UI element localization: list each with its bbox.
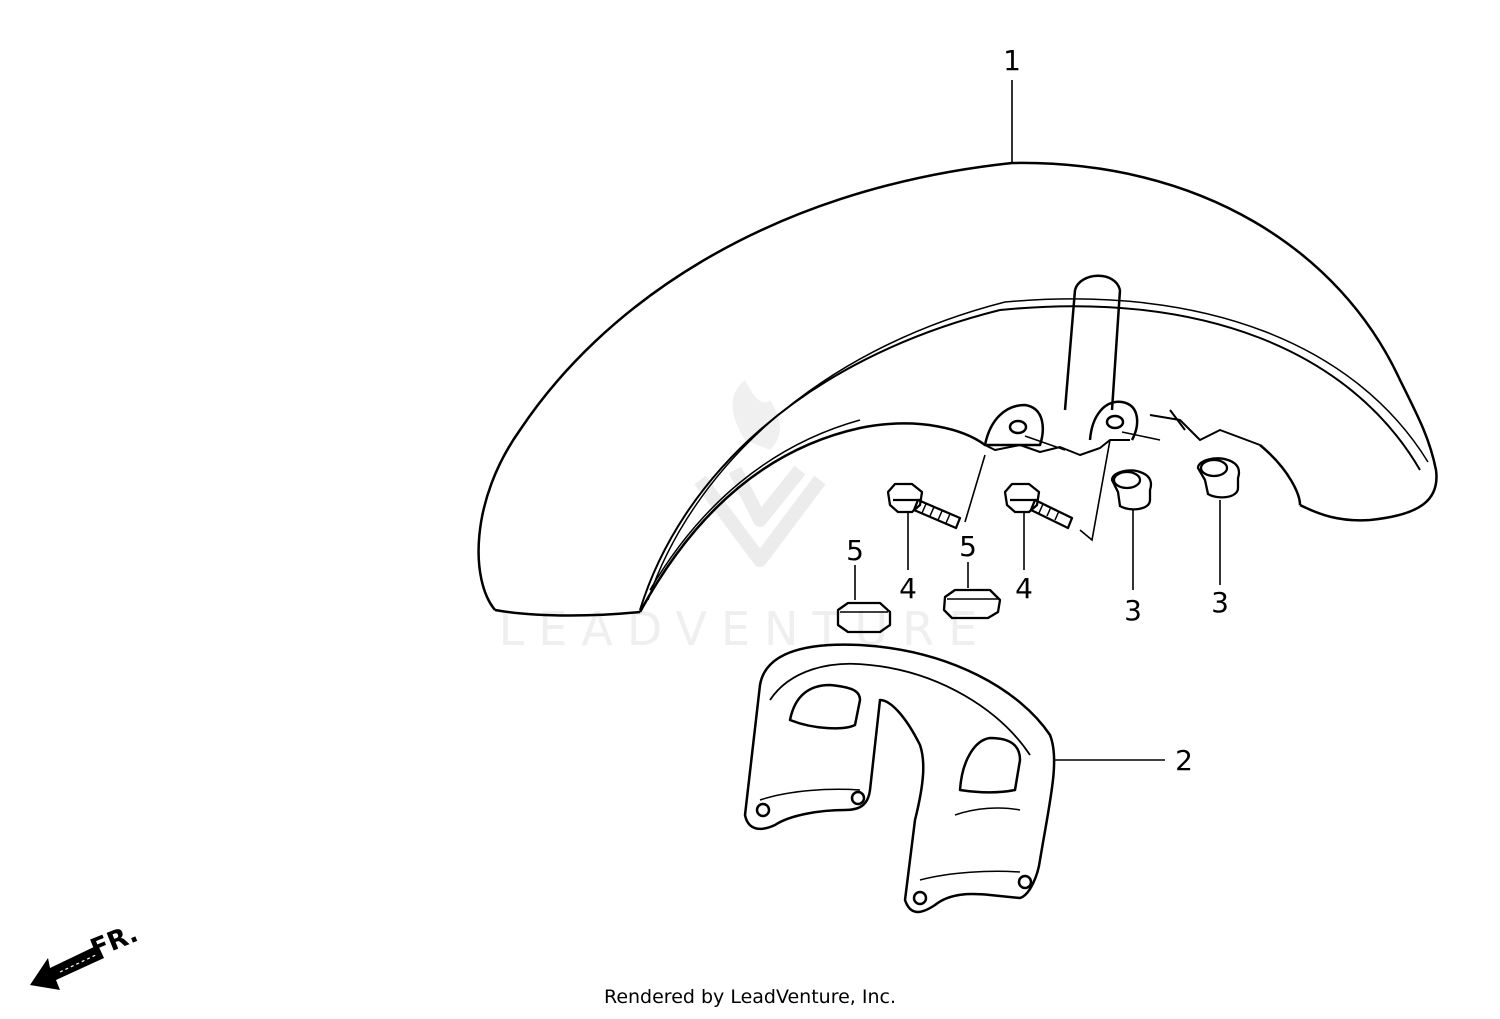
watermark-text: LEADVENTURE bbox=[499, 602, 992, 656]
front-direction-arrow-icon bbox=[30, 945, 104, 990]
callout-5-left: 5 bbox=[846, 534, 864, 567]
callout-4-right: 4 bbox=[1015, 572, 1033, 605]
cushion-pad-left bbox=[836, 601, 892, 634]
fender-brace bbox=[743, 643, 1056, 914]
front-fender bbox=[477, 161, 1438, 617]
callout-2: 2 bbox=[1175, 744, 1193, 777]
callout-1: 1 bbox=[1003, 44, 1021, 77]
collar-left bbox=[1110, 469, 1153, 511]
bolt-right bbox=[1003, 482, 1074, 530]
callout-4-left: 4 bbox=[899, 572, 917, 605]
credit-text: Rendered by LeadVenture, Inc. bbox=[603, 986, 897, 1008]
collar-right bbox=[1196, 457, 1241, 499]
callout-3-right: 3 bbox=[1211, 586, 1229, 619]
callout-3-left: 3 bbox=[1124, 594, 1142, 627]
watermark-logo bbox=[694, 380, 826, 567]
cushion-pad-right bbox=[942, 588, 1002, 620]
callout-5-right: 5 bbox=[959, 530, 977, 563]
bolt-left bbox=[886, 482, 962, 530]
leader-lines bbox=[854, 80, 1221, 761]
front-direction-label: FR. bbox=[86, 919, 142, 965]
